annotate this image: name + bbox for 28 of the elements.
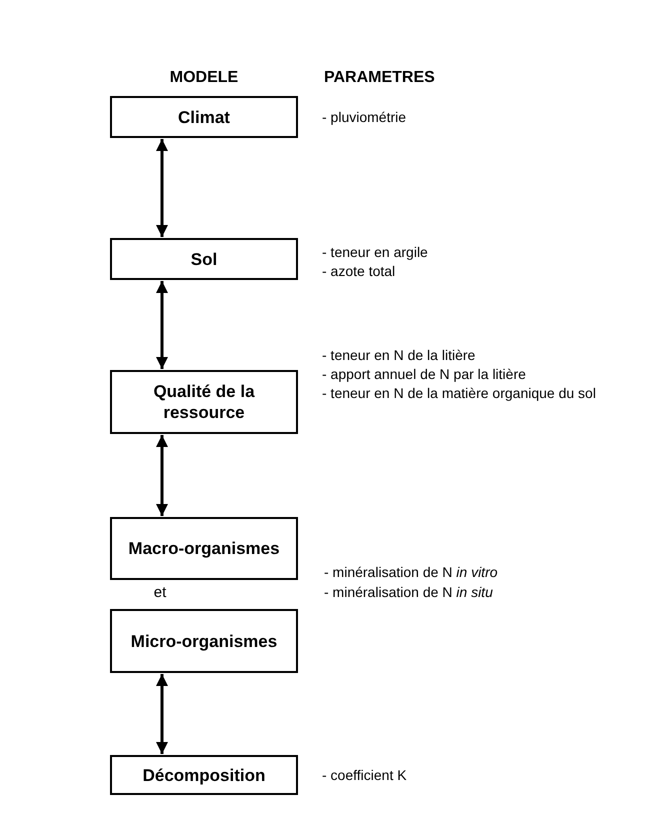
double-arrow bbox=[156, 281, 168, 369]
model-box bbox=[110, 370, 298, 434]
model-box bbox=[110, 755, 298, 795]
box-title: Sol bbox=[190, 248, 218, 270]
model-box bbox=[110, 238, 298, 280]
connector-word: et bbox=[152, 583, 168, 602]
box-title: Micro-organismes bbox=[130, 630, 278, 652]
parameter-text: - coefficient K bbox=[322, 766, 408, 785]
double-arrow bbox=[156, 435, 168, 516]
parameter-text: - teneur en argile bbox=[322, 243, 429, 262]
double-arrow bbox=[156, 139, 168, 237]
parameter-text: - teneur en N de la matière organique du sol bbox=[322, 384, 597, 403]
column-heading: PARAMETRES bbox=[324, 68, 435, 87]
box-title: Décomposition bbox=[142, 764, 266, 786]
parameter-text: - pluviométrie bbox=[322, 108, 408, 127]
parameter-text: - azote total bbox=[322, 262, 396, 281]
box-title: Climat bbox=[177, 106, 231, 128]
box-title: Macro-organismes bbox=[127, 538, 281, 559]
parameter-text: - minéralisation de N in situ bbox=[324, 583, 493, 602]
double-arrow bbox=[156, 674, 168, 754]
box-title: Qualité de la ressource bbox=[152, 381, 256, 423]
column-heading: MODELE bbox=[168, 68, 240, 87]
parameter-text: - apport annuel de N par la litière bbox=[322, 365, 527, 384]
model-box bbox=[110, 609, 298, 673]
model-box bbox=[110, 517, 298, 580]
parameter-text: - minéralisation de N in vitro bbox=[324, 563, 498, 582]
parameter-text: - teneur en N de la litière bbox=[322, 346, 476, 365]
model-box bbox=[110, 96, 298, 138]
